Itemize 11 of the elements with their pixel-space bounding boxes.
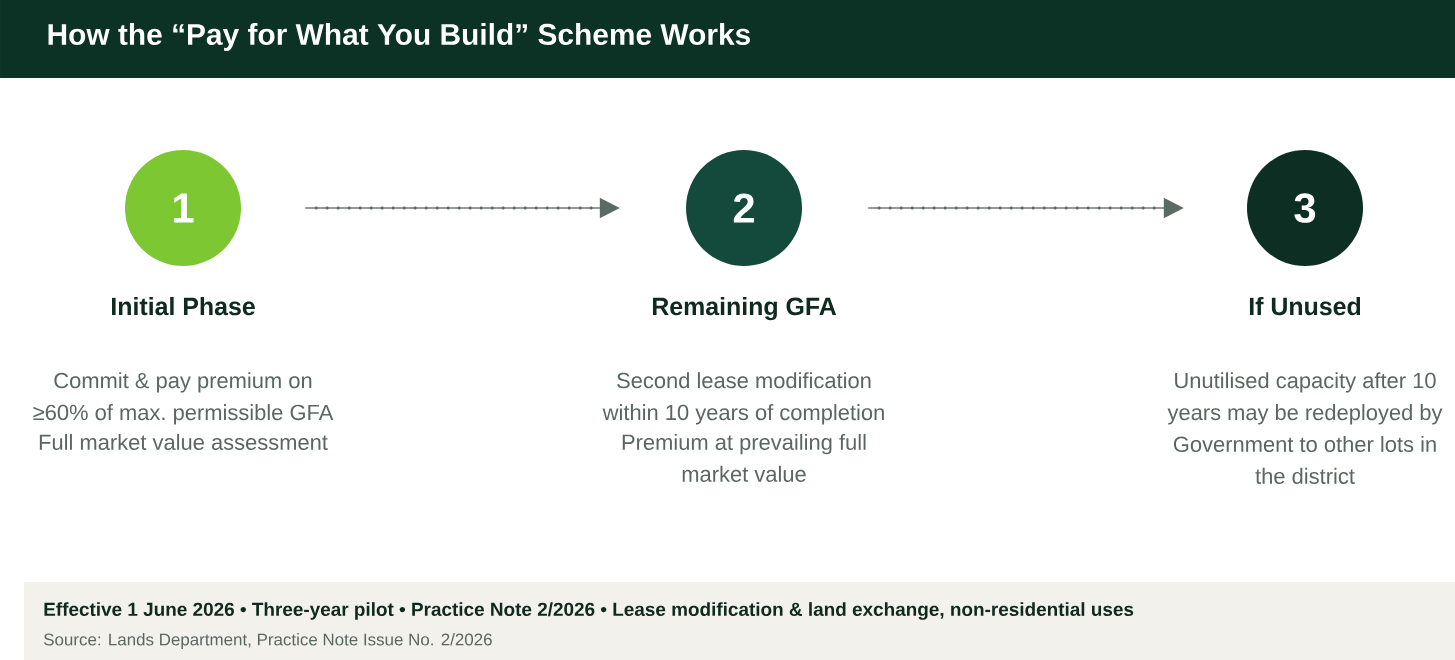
step-description: Premium at prevailing full market value: [622, 433, 866, 482]
footer-note: Effective 1 June 2026 • Three-year pilot • Practice Note 2/2026 • Lease modification & land exchange, non-residential uses: [44, 602, 1134, 620]
step-heading: Remaining GFA: [652, 296, 837, 321]
step-description: Full market value assessment: [39, 433, 328, 450]
step-description: Unutilised capacity after 10 years may be redeployed by Government to other lots in the district: [1167, 372, 1443, 484]
step-description: Commit & pay premium on ≥60% of max. permissible GFA: [33, 372, 334, 425]
step-heading: Initial Phase: [112, 296, 255, 316]
title-bar: How the “Pay for What You Build” Scheme Works: [0, 0, 1455, 78]
source-note: Source: Lands Department, Practice Note Issue No. 2/2026: [44, 633, 492, 649]
step-description: Second lease modification within 10 years of completion: [602, 372, 884, 425]
step-heading: If Unused: [1249, 296, 1361, 316]
